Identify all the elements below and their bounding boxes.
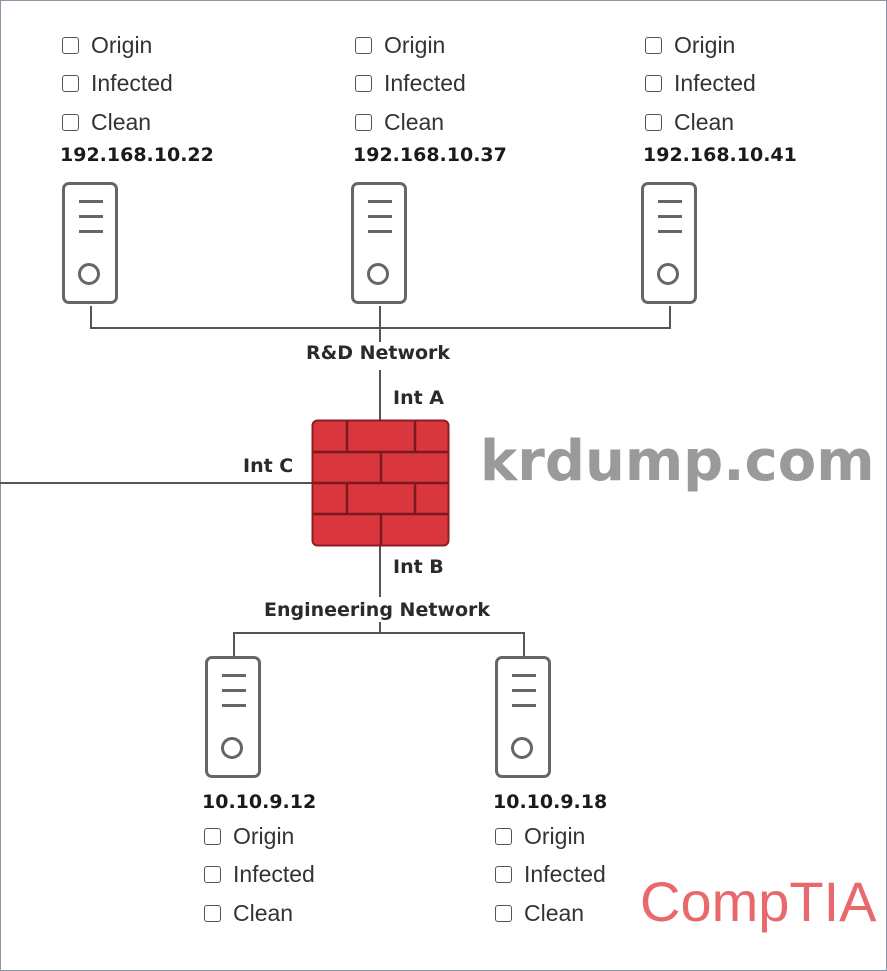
option-label: Infected xyxy=(524,861,606,888)
server-icon xyxy=(62,182,118,304)
option-label: Infected xyxy=(384,70,466,97)
int-b-label: Int B xyxy=(393,556,444,578)
host-ip: 10.10.9.12 xyxy=(202,791,317,813)
checkbox[interactable] xyxy=(355,36,372,54)
option-label: Origin xyxy=(91,31,153,58)
host-ip: 192.168.10.41 xyxy=(643,143,797,166)
checkbox[interactable] xyxy=(355,113,372,131)
checkbox[interactable] xyxy=(495,866,512,884)
checkbox[interactable] xyxy=(495,827,512,845)
origin-option[interactable]: Origin xyxy=(495,817,625,856)
link-host-5 xyxy=(523,632,525,656)
link-int-b xyxy=(379,545,381,597)
host-10-10-9-18: 10.10.9.18 Origin Infected Clean xyxy=(493,791,625,933)
option-label: Clean xyxy=(233,899,294,926)
checkbox[interactable] xyxy=(204,866,221,884)
checkbox[interactable] xyxy=(355,75,372,93)
option-label: Origin xyxy=(524,822,586,849)
host-ip: 10.10.9.18 xyxy=(493,791,608,813)
server-icon xyxy=(351,182,407,304)
origin-option[interactable]: Origin xyxy=(645,26,845,65)
checkbox[interactable] xyxy=(495,904,512,922)
option-label: Clean xyxy=(384,108,445,135)
option-label: Origin xyxy=(233,822,295,849)
infected-option[interactable]: Infected xyxy=(204,856,404,895)
checkbox[interactable] xyxy=(645,113,662,131)
host-10-10-9-12: 10.10.9.12 Origin Infected Clean xyxy=(202,791,404,933)
link-rnd-short xyxy=(379,328,381,342)
clean-option[interactable]: Clean xyxy=(62,103,262,142)
firewall-icon xyxy=(311,419,450,547)
checkbox[interactable] xyxy=(645,75,662,93)
option-label: Infected xyxy=(91,70,173,97)
server-icon xyxy=(205,656,261,778)
checkbox[interactable] xyxy=(62,113,79,131)
clean-option[interactable]: Clean xyxy=(495,894,625,933)
host-ip: 192.168.10.22 xyxy=(60,143,214,166)
origin-option[interactable]: Origin xyxy=(204,817,404,856)
origin-option[interactable]: Origin xyxy=(355,26,555,65)
eng-bus-line xyxy=(233,632,525,634)
link-eng-short xyxy=(379,622,381,633)
server-icon xyxy=(495,656,551,778)
host-192-168-10-22: Origin Infected Clean 192.168.10.22 xyxy=(60,26,262,166)
clean-option[interactable]: Clean xyxy=(204,894,404,933)
checkbox[interactable] xyxy=(204,827,221,845)
option-label: Clean xyxy=(524,899,585,926)
server-icon xyxy=(641,182,697,304)
option-label: Clean xyxy=(674,108,735,135)
infected-option[interactable]: Infected xyxy=(645,65,845,104)
infected-option[interactable]: Infected xyxy=(495,856,625,895)
option-label: Clean xyxy=(91,108,152,135)
option-label: Infected xyxy=(233,861,315,888)
checkbox[interactable] xyxy=(645,36,662,54)
link-host-2 xyxy=(379,306,381,328)
option-label: Infected xyxy=(674,70,756,97)
link-host-1 xyxy=(90,306,92,328)
engineering-network-label: Engineering Network xyxy=(264,599,491,621)
host-ip: 192.168.10.37 xyxy=(353,143,507,166)
checkbox[interactable] xyxy=(62,75,79,93)
host-192-168-10-41: Origin Infected Clean 192.168.10.41 xyxy=(643,26,845,166)
link-host-3 xyxy=(669,306,671,328)
rnd-network-label: R&D Network xyxy=(306,342,451,364)
link-int-a xyxy=(379,370,381,422)
host-192-168-10-37: Origin Infected Clean 192.168.10.37 xyxy=(353,26,555,166)
option-label: Origin xyxy=(674,31,736,58)
link-host-4 xyxy=(233,632,235,656)
option-label: Origin xyxy=(384,31,446,58)
origin-option[interactable]: Origin xyxy=(62,26,262,65)
int-a-label: Int A xyxy=(393,387,444,409)
clean-option[interactable]: Clean xyxy=(355,103,555,142)
checkbox[interactable] xyxy=(62,36,79,54)
infected-option[interactable]: Infected xyxy=(62,65,262,104)
infected-option[interactable]: Infected xyxy=(355,65,555,104)
int-c-label: Int C xyxy=(243,455,294,477)
link-int-c xyxy=(0,482,313,484)
checkbox[interactable] xyxy=(204,904,221,922)
clean-option[interactable]: Clean xyxy=(645,103,845,142)
